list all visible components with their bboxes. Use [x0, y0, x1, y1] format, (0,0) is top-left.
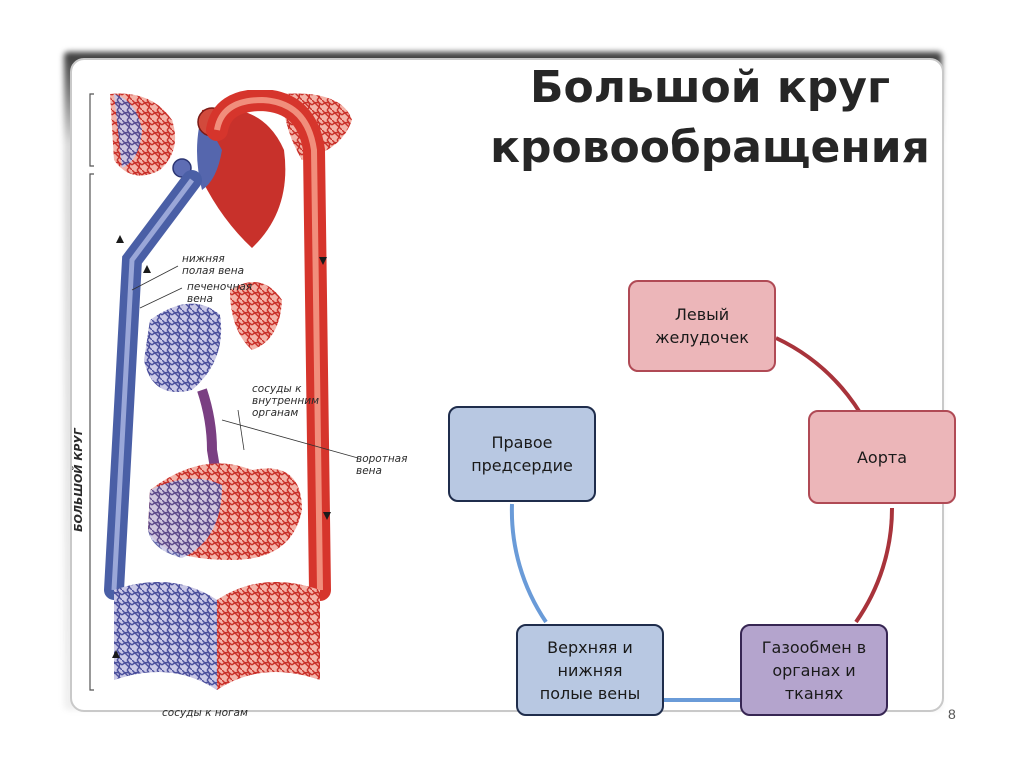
- page-number: 8: [948, 706, 956, 722]
- liver-capillaries: [144, 303, 222, 392]
- title-line-1: Большой круг: [530, 62, 890, 113]
- slide-title: Большой круг кровообращения: [450, 58, 970, 178]
- node-vena-cava: Верхняя и нижняя полые вены: [516, 624, 664, 716]
- node-left-ventricle: Левый желудочек: [628, 280, 776, 372]
- title-line-2: кровообращения: [490, 122, 930, 173]
- node-right-atrium: Правое предсердие: [448, 406, 596, 502]
- node-aorta: Аорта: [808, 410, 956, 504]
- systemic-bracket: [89, 173, 94, 691]
- heart: [202, 108, 286, 248]
- arc-venous: [509, 503, 740, 702]
- systemic-circle-label: БОЛЬШОЙ КРУГ: [72, 427, 85, 532]
- leg-vessels-label: сосуды к ногам: [162, 707, 248, 719]
- node-gas-exchange: Газообмен в органах и тканях: [740, 624, 888, 716]
